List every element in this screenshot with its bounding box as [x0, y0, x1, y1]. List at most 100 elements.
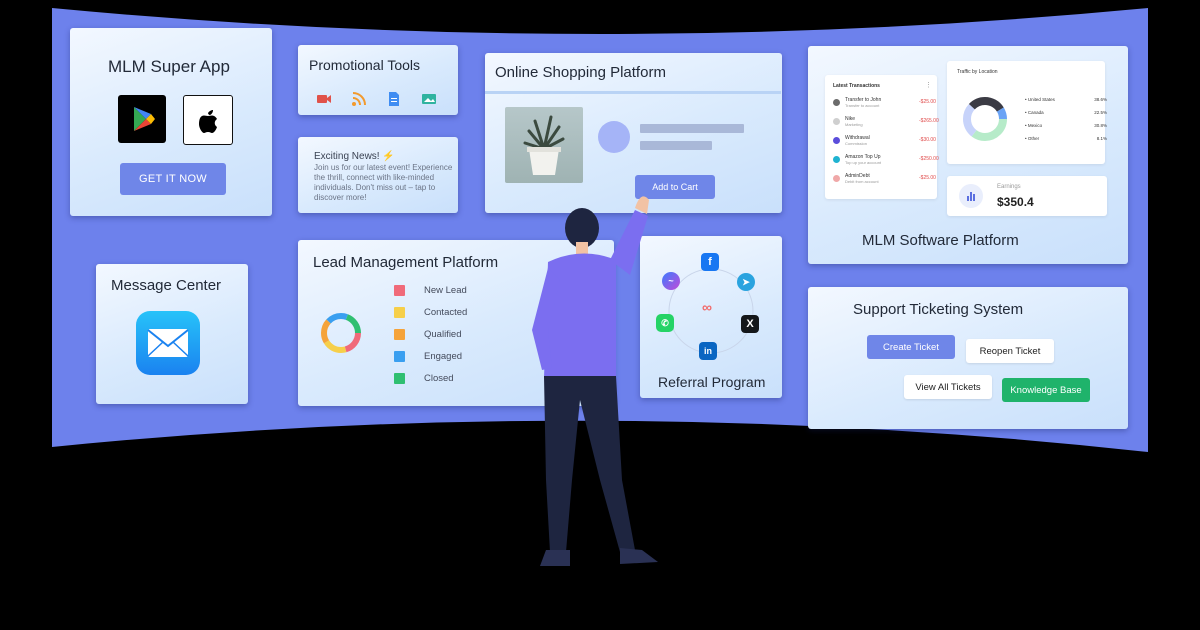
transactions-title: Latest Transactions [833, 83, 880, 89]
person-illustration [532, 196, 658, 566]
traffic-bullet: • [1025, 110, 1028, 115]
x-icon[interactable]: X [741, 315, 759, 333]
lead-status-label: Closed [424, 373, 454, 384]
transaction-avatar [833, 118, 840, 125]
lead-status-swatch [394, 307, 405, 318]
view-all-tickets-button[interactable]: View All Tickets [904, 375, 992, 399]
whatsapp-icon[interactable]: ✆ [656, 314, 674, 332]
mlm-software-title: MLM Software Platform [862, 232, 1019, 249]
earnings-label: Earnings [997, 184, 1021, 190]
traffic-label: Other [1027, 136, 1040, 141]
traffic-value: 22.5% [1094, 110, 1107, 115]
online-shopping-title: Online Shopping Platform [495, 64, 666, 81]
online-shopping-card: Online Shopping Platform Add to Cart [485, 53, 782, 213]
product-name-placeholder [640, 124, 744, 133]
support-ticketing-card: Support Ticketing System Create Ticket R… [808, 287, 1128, 429]
news-heading: Exciting News! ⚡ [314, 151, 395, 162]
transaction-sub: Top up your account [845, 160, 882, 165]
traffic-title: Traffic by Location [957, 69, 998, 75]
messenger-icon[interactable]: ~ [662, 272, 680, 290]
knowledge-base-button[interactable]: Knowledge Base [1002, 378, 1090, 402]
traffic-label: Mexico [1027, 123, 1043, 128]
mlm-super-app-title: MLM Super App [108, 57, 230, 76]
mail-icon[interactable] [136, 311, 200, 375]
lead-status-label: Engaged [424, 351, 463, 362]
product-price-placeholder [640, 141, 712, 150]
traffic-bullet: • [1025, 123, 1028, 128]
earnings-chart-icon [959, 184, 983, 208]
transaction-avatar [833, 137, 840, 144]
lead-status-swatch [394, 351, 405, 362]
traffic-row: • Mexico 30.8% [1025, 123, 1107, 128]
transaction-sub: Transfer to account [845, 103, 880, 108]
traffic-donut-chart [963, 97, 1007, 141]
lead-status-label: Contacted [424, 307, 468, 318]
lead-status-label: Qualified [424, 329, 462, 340]
rss-icon[interactable] [351, 91, 367, 107]
transaction-sub: Commission [845, 141, 868, 146]
transaction-name: Withdrawal [845, 135, 870, 141]
transaction-name: Transfer to John [845, 97, 882, 103]
promotional-tools-card: Promotional Tools [298, 45, 458, 115]
header-divider [485, 91, 781, 94]
transaction-sub: Debit from account [845, 179, 879, 184]
traffic-bullet: • [1025, 136, 1028, 141]
traffic-value: 30.8% [1094, 123, 1107, 128]
earnings-panel: Earnings $350.4 [947, 176, 1107, 216]
transaction-avatar [833, 156, 840, 163]
transaction-name: Amazon Top Up [845, 154, 881, 160]
lead-management-title: Lead Management Platform [313, 254, 499, 271]
create-ticket-button[interactable]: Create Ticket [867, 335, 955, 359]
transaction-avatar [833, 99, 840, 106]
add-to-cart-button[interactable]: Add to Cart [635, 175, 715, 199]
mlm-super-app-card: MLM Super App GET IT NOW [70, 28, 272, 216]
message-center-title: Message Center [111, 277, 222, 294]
transaction-amount: -$265.00 [919, 118, 939, 124]
support-ticketing-title: Support Ticketing System [853, 301, 1024, 318]
transaction-avatar [833, 175, 840, 182]
earnings-value: $350.4 [997, 195, 1034, 209]
lead-status-label: New Lead [424, 285, 467, 296]
transaction-amount: -$25.00 [919, 175, 936, 181]
transaction-name: Nike [845, 116, 856, 122]
traffic-value: 38.6% [1094, 97, 1107, 102]
news-body: Join us for our latest event! Experience… [314, 163, 453, 202]
transaction-amount: -$25.00 [919, 99, 936, 105]
lead-status-swatch [394, 285, 405, 296]
google-play-icon[interactable] [118, 95, 166, 143]
message-center-card: Message Center [96, 264, 248, 404]
transaction-sub: Marketing [845, 122, 863, 127]
referral-program-title: Referral Program [658, 374, 766, 390]
transaction-amount: -$30.00 [919, 137, 936, 143]
product-image-plant[interactable] [505, 107, 583, 183]
traffic-value: 8.1% [1096, 136, 1107, 141]
transaction-amount: -$250.00 [919, 156, 939, 162]
document-icon[interactable] [386, 91, 402, 107]
exciting-news-card[interactable]: Exciting News! ⚡ Join us for our latest … [298, 137, 458, 213]
image-icon[interactable] [421, 91, 437, 107]
reopen-ticket-button[interactable]: Reopen Ticket [966, 339, 1054, 363]
promotional-tools-title: Promotional Tools [309, 57, 421, 73]
lead-donut-chart [321, 313, 361, 353]
linkedin-icon[interactable]: in [699, 342, 717, 360]
referral-program-card: ~ f ➤ ✆ ∞ X in Referral Program [640, 236, 782, 398]
facebook-icon[interactable]: f [701, 253, 719, 271]
telegram-icon[interactable]: ➤ [737, 273, 755, 291]
get-it-now-button[interactable]: GET IT NOW [120, 163, 226, 195]
product-avatar [598, 121, 630, 153]
link-icon[interactable]: ∞ [702, 299, 712, 315]
apple-icon[interactable] [183, 95, 233, 145]
more-icon[interactable]: ⋮ [925, 82, 932, 89]
lead-status-swatch [394, 329, 405, 340]
video-icon[interactable] [316, 91, 332, 107]
